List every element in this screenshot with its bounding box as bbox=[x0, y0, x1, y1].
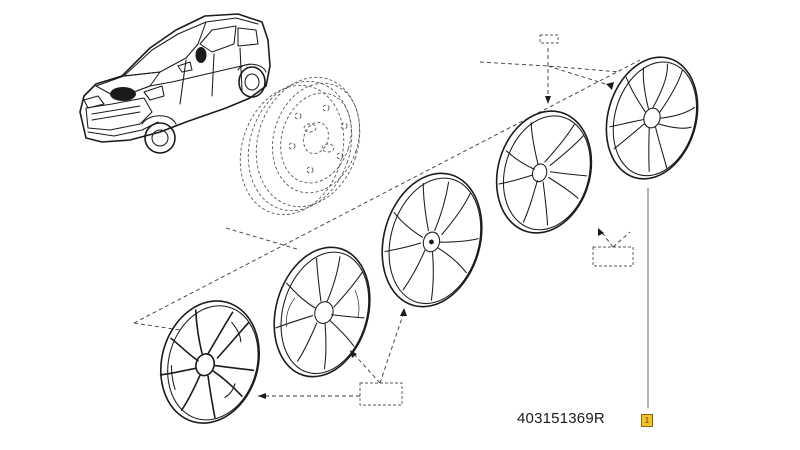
part-number-label: 403151369R bbox=[517, 410, 605, 427]
wheel-cover-2 bbox=[273, 246, 371, 378]
assembly-leader-lines bbox=[133, 34, 649, 409]
wheel-cover-5 bbox=[605, 56, 699, 180]
wheel-cover-1 bbox=[159, 300, 261, 424]
callout-tag[interactable]: 1 bbox=[641, 414, 653, 427]
steel-rim-illustration bbox=[239, 76, 361, 216]
wheel-cover-3 bbox=[381, 172, 483, 308]
car-illustration bbox=[79, 13, 271, 154]
wheel-cover-4 bbox=[495, 110, 593, 234]
